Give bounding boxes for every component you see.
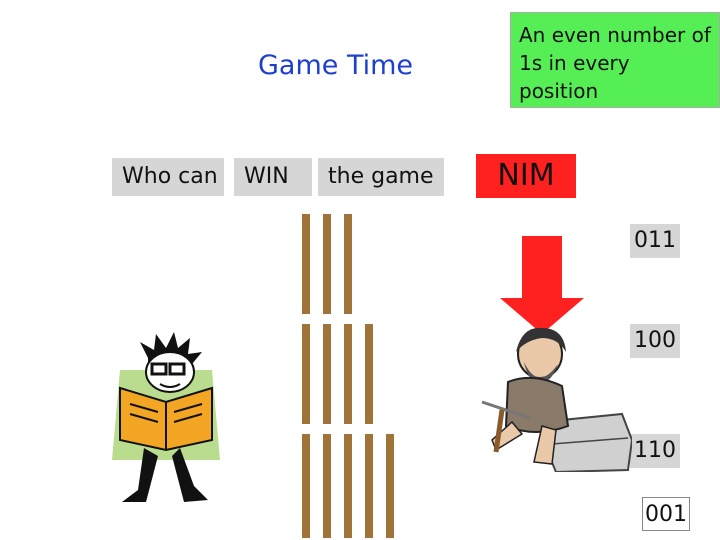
- caveman-icon: [481, 327, 632, 472]
- binary-row-1: 011: [630, 224, 680, 258]
- stick[interactable]: [365, 324, 373, 424]
- rule-note: An even number of 1s in every position: [510, 12, 720, 108]
- stick[interactable]: [302, 434, 310, 538]
- stick[interactable]: [344, 214, 352, 314]
- stick[interactable]: [302, 214, 310, 314]
- stick[interactable]: [323, 214, 331, 314]
- page-title: Game Time: [258, 50, 414, 81]
- nim-label: NIM: [476, 154, 576, 198]
- down-arrow-icon: [500, 236, 584, 334]
- stick[interactable]: [323, 324, 331, 424]
- binary-row-3: 110: [630, 434, 680, 468]
- person-reading-book-icon: [112, 332, 220, 502]
- stick[interactable]: [344, 434, 352, 538]
- stick[interactable]: [365, 434, 373, 538]
- stick[interactable]: [323, 434, 331, 538]
- word-the-game: the game: [318, 158, 444, 196]
- binary-row-4: 001: [642, 497, 690, 531]
- word-win: WIN: [234, 158, 312, 196]
- stick[interactable]: [386, 434, 394, 538]
- binary-row-2: 100: [630, 324, 680, 358]
- word-who-can: Who can: [112, 158, 224, 196]
- stick[interactable]: [344, 324, 352, 424]
- stick[interactable]: [302, 324, 310, 424]
